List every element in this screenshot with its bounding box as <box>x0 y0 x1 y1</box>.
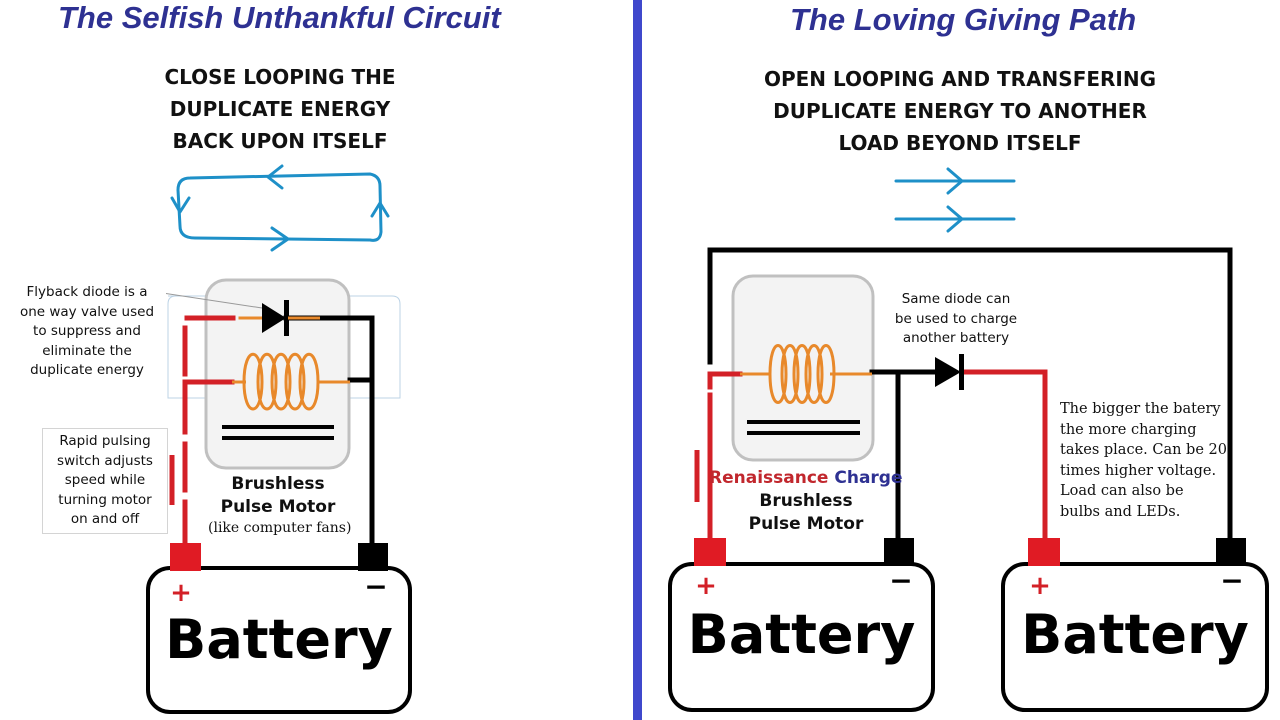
left-battery-plus: + <box>170 578 192 608</box>
right-headline-line: OPEN LOOPING AND TRANSFERING <box>763 67 1157 91</box>
note-line: bulbs and LEDs. <box>1060 503 1181 520</box>
outer-return-wire <box>707 247 1233 548</box>
pulse-switch-note: Rapid pulsing switch adjusts speed while… <box>42 428 168 534</box>
right-headline-line: LOAD BEYOND ITSELF <box>838 131 1082 155</box>
note-line: switch adjusts <box>57 452 153 469</box>
note-line: the more charging <box>1060 421 1197 438</box>
right-title: The Loving Giving Path <box>790 2 1137 37</box>
note-line: Load can also be <box>1060 483 1184 499</box>
load-note: The bigger the batery the more charging … <box>1060 399 1260 522</box>
note-line: times higher voltage. <box>1060 462 1217 479</box>
note-line: Flyback diode is a <box>26 284 148 300</box>
note-line: Same diode can <box>901 291 1011 307</box>
note-line: one way valve used <box>19 303 155 320</box>
diode-note-pointer <box>155 291 263 309</box>
left-headline-line: DUPLICATE ENERGY <box>169 97 391 121</box>
closed-loop-arrow-icon <box>170 164 390 252</box>
right-battery-2-minus: − <box>1220 564 1243 597</box>
note-line: to suppress and <box>33 323 141 339</box>
left-motor-sub: (like computer fans) <box>208 520 352 536</box>
note-line: on and off <box>70 511 140 527</box>
right-headline-line: DUPLICATE ENERGY TO ANOTHER <box>773 99 1147 123</box>
right-battery-1-label: Battery <box>687 603 916 666</box>
right-headline: OPEN LOOPING AND TRANSFERING DUPLICATE E… <box>720 63 1200 159</box>
brand-word-1: Renaissance <box>709 468 829 488</box>
left-battery <box>146 543 412 714</box>
left-headline-line: CLOSE LOOPING THE <box>164 65 396 89</box>
left-title: The Selfish Unthankful Circuit <box>58 0 501 35</box>
same-diode-note: Same diode can be used to charge another… <box>882 290 1030 349</box>
left-headline-line: BACK UPON ITSELF <box>172 129 388 153</box>
right-battery-1 <box>668 538 935 712</box>
magnet-bars-icon-right <box>747 420 860 435</box>
motor-label-line: Brushless <box>759 491 853 511</box>
motor-coil-icon <box>232 352 350 411</box>
note-line: takes place. Can be 20 <box>1060 442 1227 458</box>
center-divider <box>633 0 642 720</box>
flyback-diode-note: Flyback diode is a one way valve used to… <box>8 283 166 381</box>
note-line: speed while <box>64 472 146 488</box>
motor-label-line: Pulse Motor <box>748 514 864 534</box>
note-line: eliminate the <box>42 342 132 359</box>
left-battery-label: Battery <box>165 608 393 671</box>
note-line: Rapid pulsing <box>59 433 151 449</box>
right-wiring <box>707 369 1048 548</box>
note-line: The bigger the batery <box>1060 401 1221 417</box>
brand-label: Renaissance Charge <box>709 468 903 488</box>
right-motor-label: Brushless Pulse Motor <box>736 490 876 536</box>
note-line: turning motor <box>58 491 152 508</box>
magnet-bars-icon <box>222 425 334 440</box>
note-line: another battery <box>902 330 1010 346</box>
motor-coil-icon-right <box>740 344 872 404</box>
motor-label-line: Pulse Motor <box>220 497 336 517</box>
right-battery-1-minus: − <box>889 564 912 597</box>
flyback-diode-icon <box>262 300 320 336</box>
note-line: be used to charge <box>894 310 1018 327</box>
left-motor-label: Brushless Pulse Motor <box>208 473 348 519</box>
motor-label-line: Brushless <box>231 474 325 494</box>
brand-word-2: Charge <box>834 468 903 488</box>
right-battery-2-label: Battery <box>1021 603 1249 666</box>
motor-housing-right <box>731 274 875 462</box>
open-loop-arrows-icon <box>894 167 1016 233</box>
motor-housing <box>204 278 351 470</box>
note-line: duplicate energy <box>30 362 144 378</box>
charging-diode-icon <box>935 354 988 390</box>
left-battery-minus: − <box>364 570 387 603</box>
right-battery-1-plus: + <box>695 571 717 601</box>
right-battery-2-plus: + <box>1029 571 1051 601</box>
right-battery-2 <box>1001 538 1269 712</box>
left-headline: CLOSE LOOPING THE DUPLICATE ENERGY BACK … <box>140 61 420 157</box>
